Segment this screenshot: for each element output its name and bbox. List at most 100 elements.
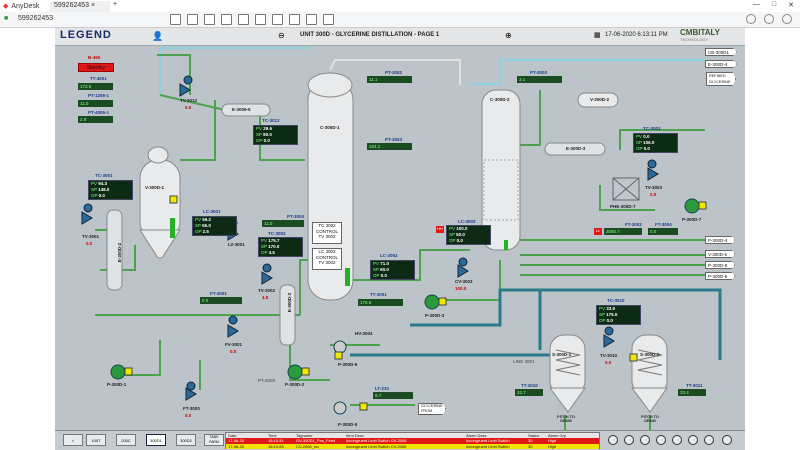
left-margin — [0, 28, 55, 450]
anydesk-toolbar: ■ 599262453 — [0, 12, 800, 28]
tag-pt3005: PT-3005 — [258, 378, 276, 383]
glycerine-from-stor-tag[interactable]: GLYCERINE FROM STOR. — [418, 403, 446, 415]
pitch-to-drum-2: PITCH TO DRUM — [641, 415, 659, 423]
val-tv3001: 0.0 — [86, 241, 93, 246]
trend-icon[interactable] — [704, 435, 714, 445]
e3004-tag[interactable]: E-300D-4 — [705, 60, 737, 68]
toolbar-btn-1[interactable] — [170, 14, 181, 25]
toolbar-btn-9[interactable] — [306, 14, 317, 25]
tab-300d2[interactable]: 300D2 — [176, 434, 196, 446]
next-page-icon[interactable]: ⊕ — [505, 31, 512, 40]
tag-phe: PHE-300D-7 — [610, 204, 636, 209]
tag-ft3004: FT-3004 — [655, 222, 672, 227]
toolbar-btn-3[interactable] — [204, 14, 215, 25]
tag-fv3001: FV-3001 — [225, 342, 243, 347]
prev-page-icon[interactable]: ⊖ — [278, 31, 285, 40]
user-icon[interactable]: 👤 — [152, 31, 164, 41]
new-tab-button[interactable]: + — [113, 1, 118, 8]
remote-address[interactable]: 599262453 — [18, 15, 54, 22]
tab-300d1[interactable]: 300D1 — [146, 434, 166, 446]
tag-tv3002: TV-3002 — [258, 288, 276, 293]
report-icon[interactable] — [688, 435, 698, 445]
tag-tt3011: TT-3011 — [686, 383, 703, 388]
tag-lc3002: LC-3002 — [380, 253, 398, 258]
cb3001-tag[interactable]: CB-300D1 — [705, 48, 737, 56]
tag-v3002: V-300D-2 — [590, 97, 610, 102]
tag-pt3003: PT-3003 — [385, 137, 403, 142]
menu-icon[interactable] — [782, 14, 792, 24]
toolbar-btn-10[interactable] — [323, 14, 334, 25]
toolbar-btn-5[interactable] — [238, 14, 249, 25]
v3005-tag[interactable]: V-300D-5 — [705, 250, 735, 258]
toolbar-btn-6[interactable] — [255, 14, 266, 25]
tag-pt3003b: PT-3003 — [530, 70, 548, 75]
tag-lt210: LT-210 — [375, 386, 389, 391]
refined-glycerine-tag[interactable]: REFINED GLYCERINE — [706, 72, 736, 86]
connection-icon: ■ — [4, 15, 9, 22]
minimize-icon[interactable]: — — [752, 1, 760, 8]
settings-icon[interactable] — [764, 14, 774, 24]
tag-e3003b: E-300D-3 — [566, 146, 586, 151]
hh-alarm: HH — [436, 226, 444, 233]
print-icon[interactable] — [608, 435, 618, 445]
p3006-tag[interactable]: P-300D-6 — [705, 272, 735, 280]
val-pt4005: 2.8 — [78, 116, 113, 123]
val-pt3003: 284.2 — [367, 143, 412, 150]
tag-lv3001: LV-3001 — [228, 242, 245, 247]
lock-icon[interactable] — [624, 435, 634, 445]
p3008-tag[interactable]: P-300D-8 — [705, 261, 735, 269]
maximize-icon[interactable]: □ — [771, 1, 777, 8]
toolbar-btn-2[interactable] — [187, 14, 198, 25]
tc3002-control-label[interactable]: TC 3002 CONTROL TV 3002 — [312, 222, 342, 244]
tag-s3002: S-300D-2 — [640, 352, 660, 357]
tag-e3005: E-3005-5 — [232, 107, 251, 112]
close-icon[interactable]: ✕ — [788, 2, 794, 9]
val-ft3003: 0.0 — [185, 413, 192, 418]
anydesk-app: ◆AnyDesk — [3, 2, 40, 11]
footer-home-button[interactable]: ⌂ — [63, 434, 83, 446]
session-tab[interactable]: 599262453 × — [50, 1, 110, 12]
lc3002-control-label[interactable]: LC 3002 CONTROL TV 3002 — [312, 248, 342, 270]
settings-icon[interactable] — [672, 435, 682, 445]
val-tv3002: 4.5 — [262, 295, 269, 300]
val-tt3001: 176.6 — [358, 299, 403, 306]
val-tv3010: 0.0 — [605, 360, 612, 365]
tag-tv3001: TV-3001 — [82, 234, 100, 239]
power-icon[interactable] — [722, 435, 732, 445]
p4-tag[interactable]: P-300D-4 — [705, 236, 735, 244]
stripper-s300d1 — [549, 334, 586, 413]
toolbar-btn-8[interactable] — [289, 14, 300, 25]
tag-e3003: E-300D-3 — [287, 292, 293, 313]
anydesk-titlebar: ◆AnyDesk 599262453 × + — □ ✕ — [0, 0, 800, 12]
warning-icon[interactable] — [656, 435, 666, 445]
tab-200c[interactable]: 200C — [116, 434, 136, 446]
toolbar-btn-7[interactable] — [272, 14, 283, 25]
alarm-summary[interactable]: Date Time Tagname Item Desc Alarm Desc S… — [225, 432, 600, 449]
toolbar-btn-4[interactable] — [221, 14, 232, 25]
alarm-header-row: Date Time Tagname Item Desc Alarm Desc S… — [226, 433, 599, 438]
tag-tc3001: TC-3001 — [95, 173, 113, 178]
alarm-col-group: Alarm Grp — [548, 433, 567, 438]
column-c300d2 — [481, 89, 521, 251]
history-icon[interactable] — [746, 14, 756, 24]
tag-line: LINE 3001 — [513, 359, 535, 364]
val-cv3003: 100.0 — [455, 286, 467, 291]
app-name: AnyDesk — [11, 2, 40, 10]
right-margin — [745, 28, 800, 450]
alarm-col-status: Status — [528, 433, 540, 438]
standby-alarm[interactable]: Standby — [78, 63, 114, 72]
tab-100t[interactable]: 100T — [86, 434, 106, 446]
alarm-ack-icon[interactable] — [640, 435, 650, 445]
tag-pt3004: PT-3004 — [287, 214, 305, 219]
tab-tank-farm[interactable]: TANK FARM — [204, 434, 224, 446]
